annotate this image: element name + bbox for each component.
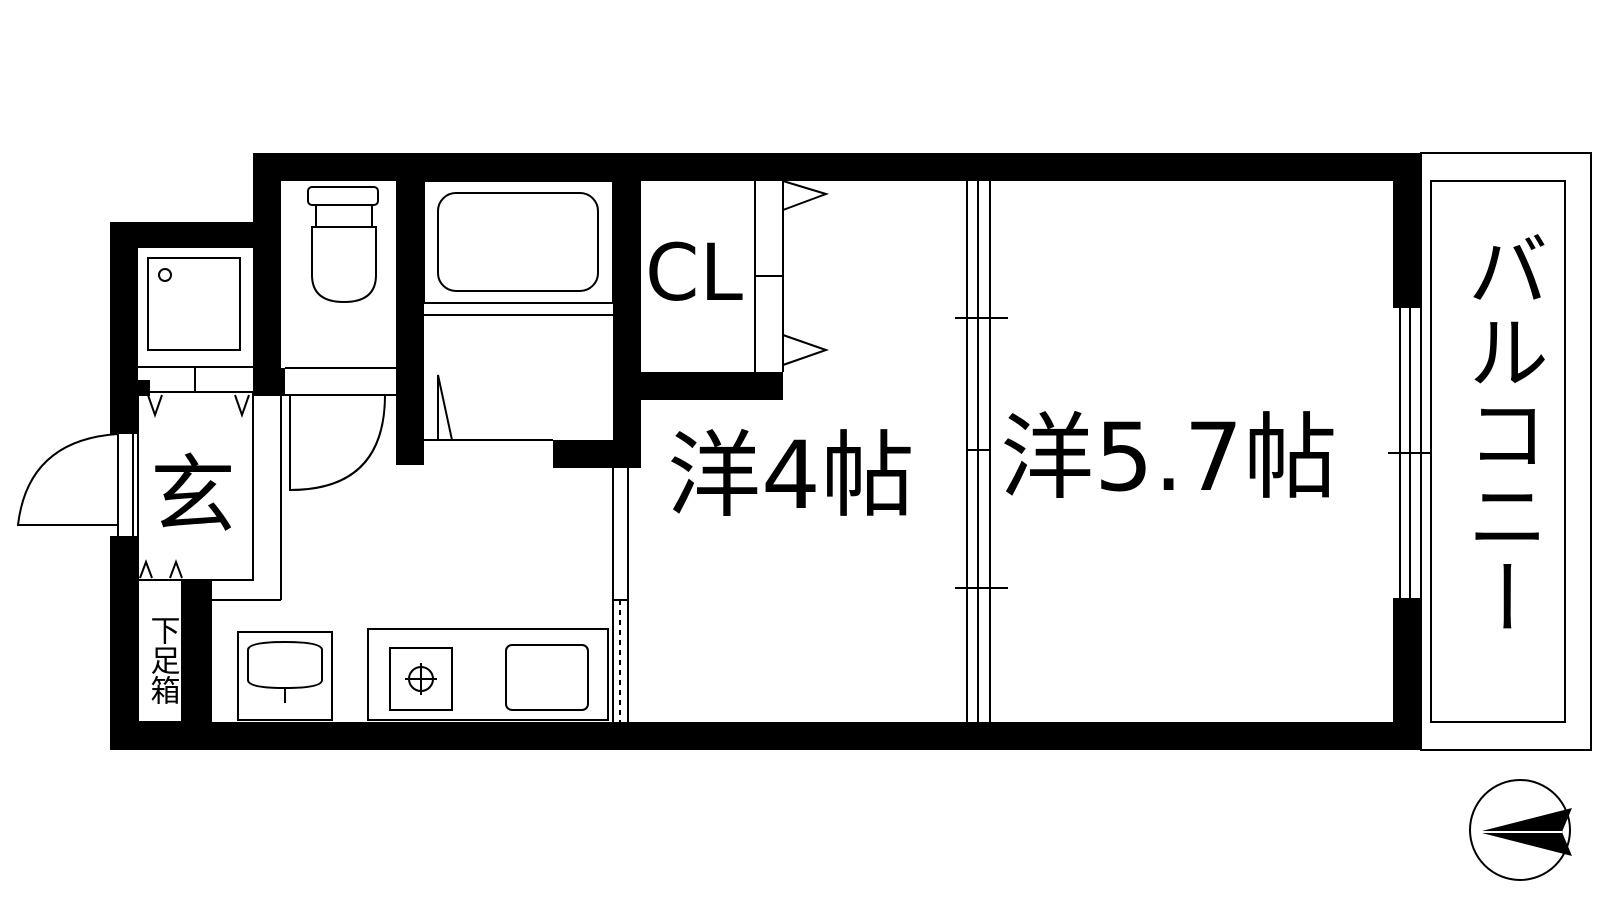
wall-entrance-top	[110, 222, 280, 248]
wall-shoebox-right	[182, 580, 212, 730]
wall-toilet-bath	[396, 153, 424, 465]
toilet-tank	[307, 186, 379, 206]
toilet-body	[315, 204, 373, 228]
room-label-shoe-box: 下足箱	[145, 615, 181, 705]
room-label-balcony: バルコニー	[1453, 228, 1548, 638]
wall-upper-left	[253, 153, 281, 393]
wall-toilet-bottom	[253, 368, 285, 396]
wall-right-upper	[1393, 153, 1421, 308]
kitchen-counter	[367, 628, 609, 721]
compass	[1469, 779, 1572, 881]
wall-right-lower	[1393, 598, 1421, 750]
room-label-western-5-7: 洋5.7帖	[1000, 404, 1338, 513]
balcony-inner	[1430, 180, 1566, 723]
shoebox-hinge-marks	[147, 394, 250, 419]
entrance-door-swing	[16, 432, 119, 526]
washer-drain-icon	[158, 268, 172, 282]
washer-pan	[147, 257, 241, 351]
bath-door-swing	[437, 374, 453, 441]
wall-entrance-left-lower	[110, 536, 138, 748]
wall-entrance-left-upper	[110, 222, 138, 434]
stove-icon-box	[389, 647, 453, 711]
wall-bath-closet	[613, 153, 641, 465]
closet-door-icon	[782, 180, 830, 366]
room-label-entrance: 玄	[150, 446, 236, 546]
walls	[110, 153, 1421, 750]
room-label-western-4: 洋4帖	[667, 422, 915, 531]
wall-pillar-left	[130, 380, 150, 396]
shoebox-outline	[137, 579, 183, 723]
labels: CL 洋4帖 洋5.7帖 玄 下足箱 バルコニー	[145, 228, 1548, 705]
kitchen-sink-icon	[505, 644, 589, 711]
shoebox-hinge-marks-low	[139, 559, 183, 579]
wall-closet-bottom	[613, 372, 783, 400]
toilet-door-swing	[289, 394, 386, 492]
washbasin-icon	[247, 640, 323, 690]
wall-top	[253, 153, 1421, 181]
wall-bottom	[110, 722, 1421, 750]
bathtub-outer	[423, 180, 614, 304]
balcony-outer	[1420, 152, 1592, 751]
washbasin-counter	[237, 631, 333, 721]
wall-bath-bottom	[553, 440, 641, 468]
bathtub-inner-icon	[437, 192, 599, 292]
fixtures	[16, 152, 1592, 751]
compass-circle	[1469, 779, 1571, 881]
toilet-bowl-icon	[311, 226, 377, 304]
room-label-closet: CL	[645, 229, 743, 319]
